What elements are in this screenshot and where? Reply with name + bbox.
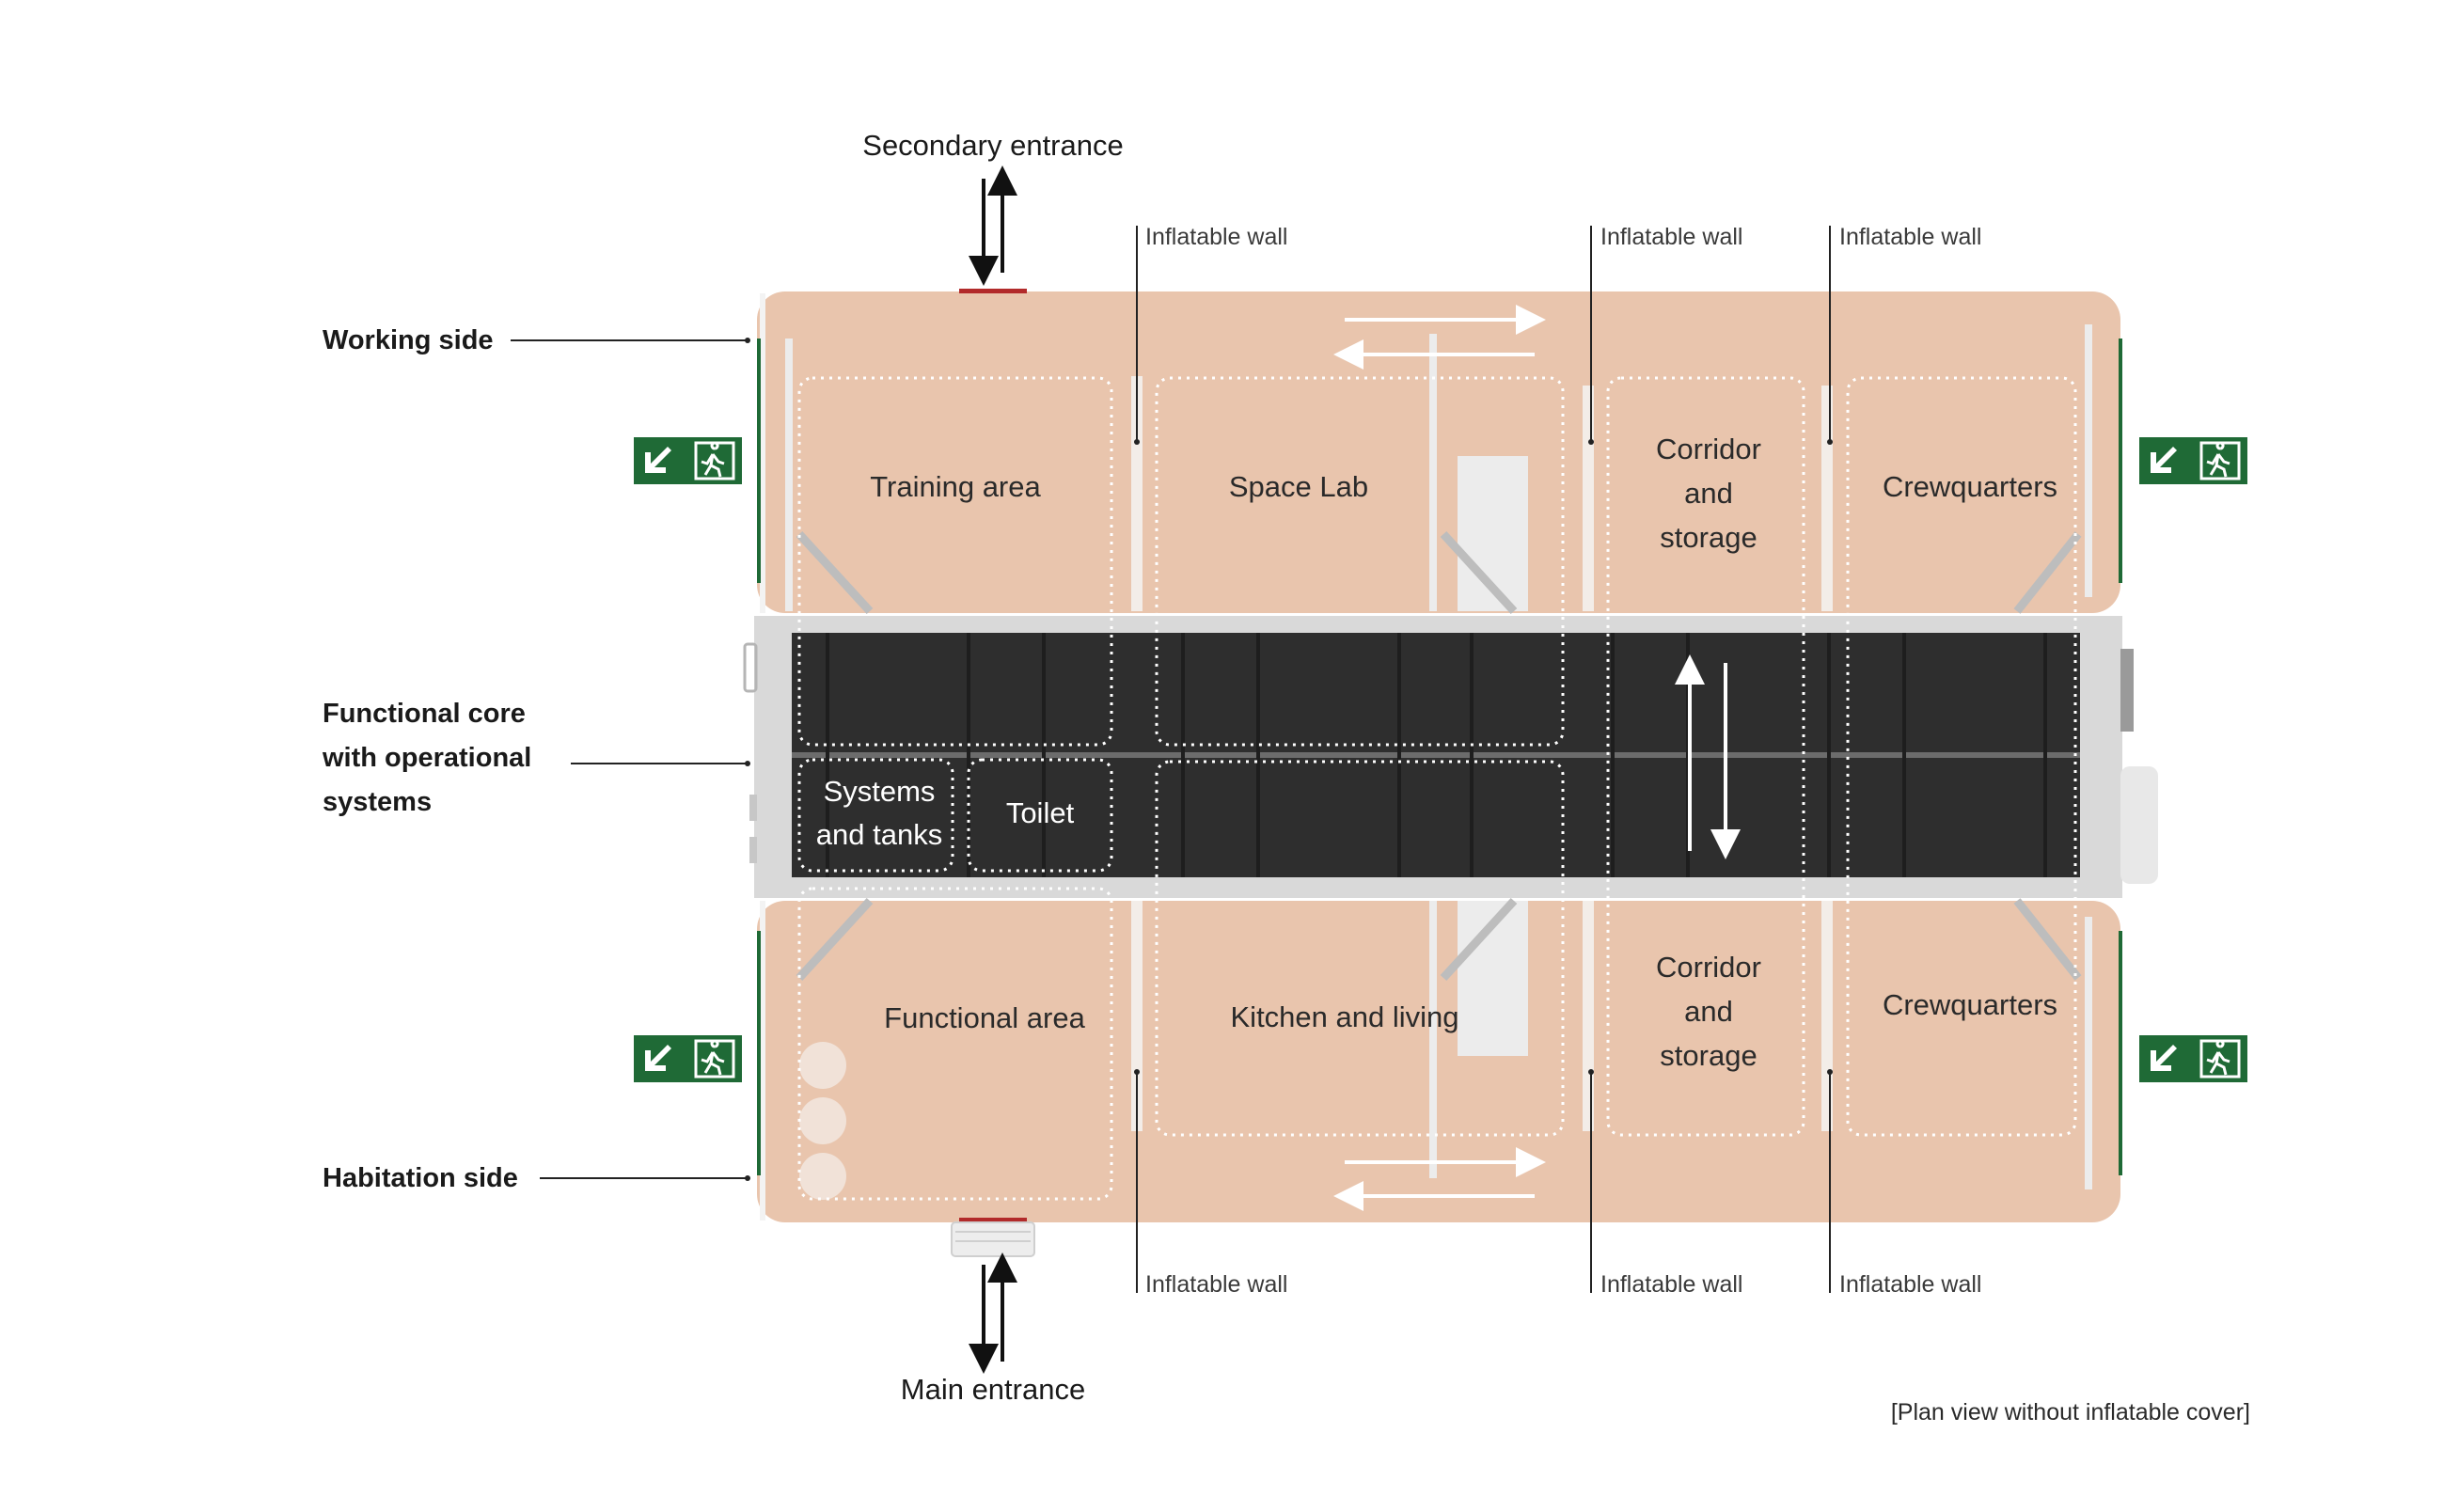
main-entrance-label: Main entrance	[901, 1373, 1085, 1406]
arrow-down-left-icon	[2151, 447, 2177, 473]
exit-sign-icon	[2139, 1035, 2247, 1082]
arrow-down-left-icon	[2151, 1045, 2177, 1071]
functional-core	[743, 616, 2158, 898]
exit-sign-icon	[2139, 437, 2247, 484]
main-door	[959, 1218, 1027, 1222]
working-side-label: Working side	[323, 325, 494, 355]
arrow-down-left-icon	[645, 1045, 671, 1071]
secondary-entrance-label: Secondary entrance	[862, 129, 1123, 162]
room-functional-area: Functional area	[884, 1001, 1085, 1034]
inflatable-wall-label: Inflatable wall	[1600, 1271, 1742, 1298]
room-corridor-bottom-line2: and	[1684, 995, 1733, 1028]
core-label-line3: systems	[323, 787, 432, 817]
running-man-icon	[701, 1039, 725, 1076]
room-crewquarters-bottom: Crewquarters	[1883, 988, 2057, 1021]
entrance-steps	[951, 1221, 1035, 1257]
exit-sign-icon	[634, 1035, 742, 1082]
room-systems-line2: and tanks	[816, 818, 942, 851]
running-man-icon	[2206, 1039, 2230, 1076]
exit-sign-icon	[634, 437, 742, 484]
room-corridor-top-line2: and	[1684, 477, 1733, 510]
room-corridor-bottom-line3: storage	[1660, 1039, 1757, 1072]
running-man-icon	[701, 441, 725, 478]
working-side-module	[757, 291, 2120, 615]
plan-view-note: [Plan view without inflatable cover]	[1891, 1399, 2250, 1425]
room-space-lab: Space Lab	[1229, 470, 1368, 503]
core-label-line1: Functional core	[323, 699, 526, 729]
room-toilet: Toilet	[1006, 796, 1075, 829]
main-entrance-arrows	[969, 1252, 1017, 1374]
room-corridor-top-line3: storage	[1660, 521, 1757, 554]
wall-leaders	[1136, 226, 1831, 1293]
core-label-line2: with operational	[322, 743, 531, 773]
inflatable-wall-label: Inflatable wall	[1839, 1271, 1981, 1298]
inflatable-wall-label: Inflatable wall	[1145, 1271, 1287, 1298]
side-leaders	[511, 339, 748, 1179]
secondary-entrance-arrows	[969, 165, 1017, 286]
room-training-area: Training area	[870, 470, 1041, 503]
side-exit-bars	[757, 339, 2122, 1175]
inflatable-wall-label: Inflatable wall	[1839, 224, 1981, 250]
secondary-door	[959, 289, 1027, 293]
inflatable-wall-label: Inflatable wall	[1145, 224, 1287, 250]
circulation-arrows	[1333, 305, 1741, 1211]
arrow-down-left-icon	[645, 447, 671, 473]
room-kitchen-living: Kitchen and living	[1231, 1000, 1459, 1033]
room-outlines	[797, 376, 2077, 1201]
running-man-icon	[2206, 441, 2230, 478]
room-systems-line1: Systems	[824, 775, 936, 808]
wall-leader-dots	[1134, 439, 1833, 1075]
room-corridor-top-line1: Corridor	[1656, 433, 1761, 465]
habitation-side-module	[757, 897, 2120, 1222]
inflatable-wall-label: Inflatable wall	[1600, 224, 1742, 250]
room-crewquarters-top: Crewquarters	[1883, 470, 2057, 503]
room-corridor-bottom-line1: Corridor	[1656, 951, 1761, 984]
habitation-side-label: Habitation side	[323, 1163, 518, 1193]
